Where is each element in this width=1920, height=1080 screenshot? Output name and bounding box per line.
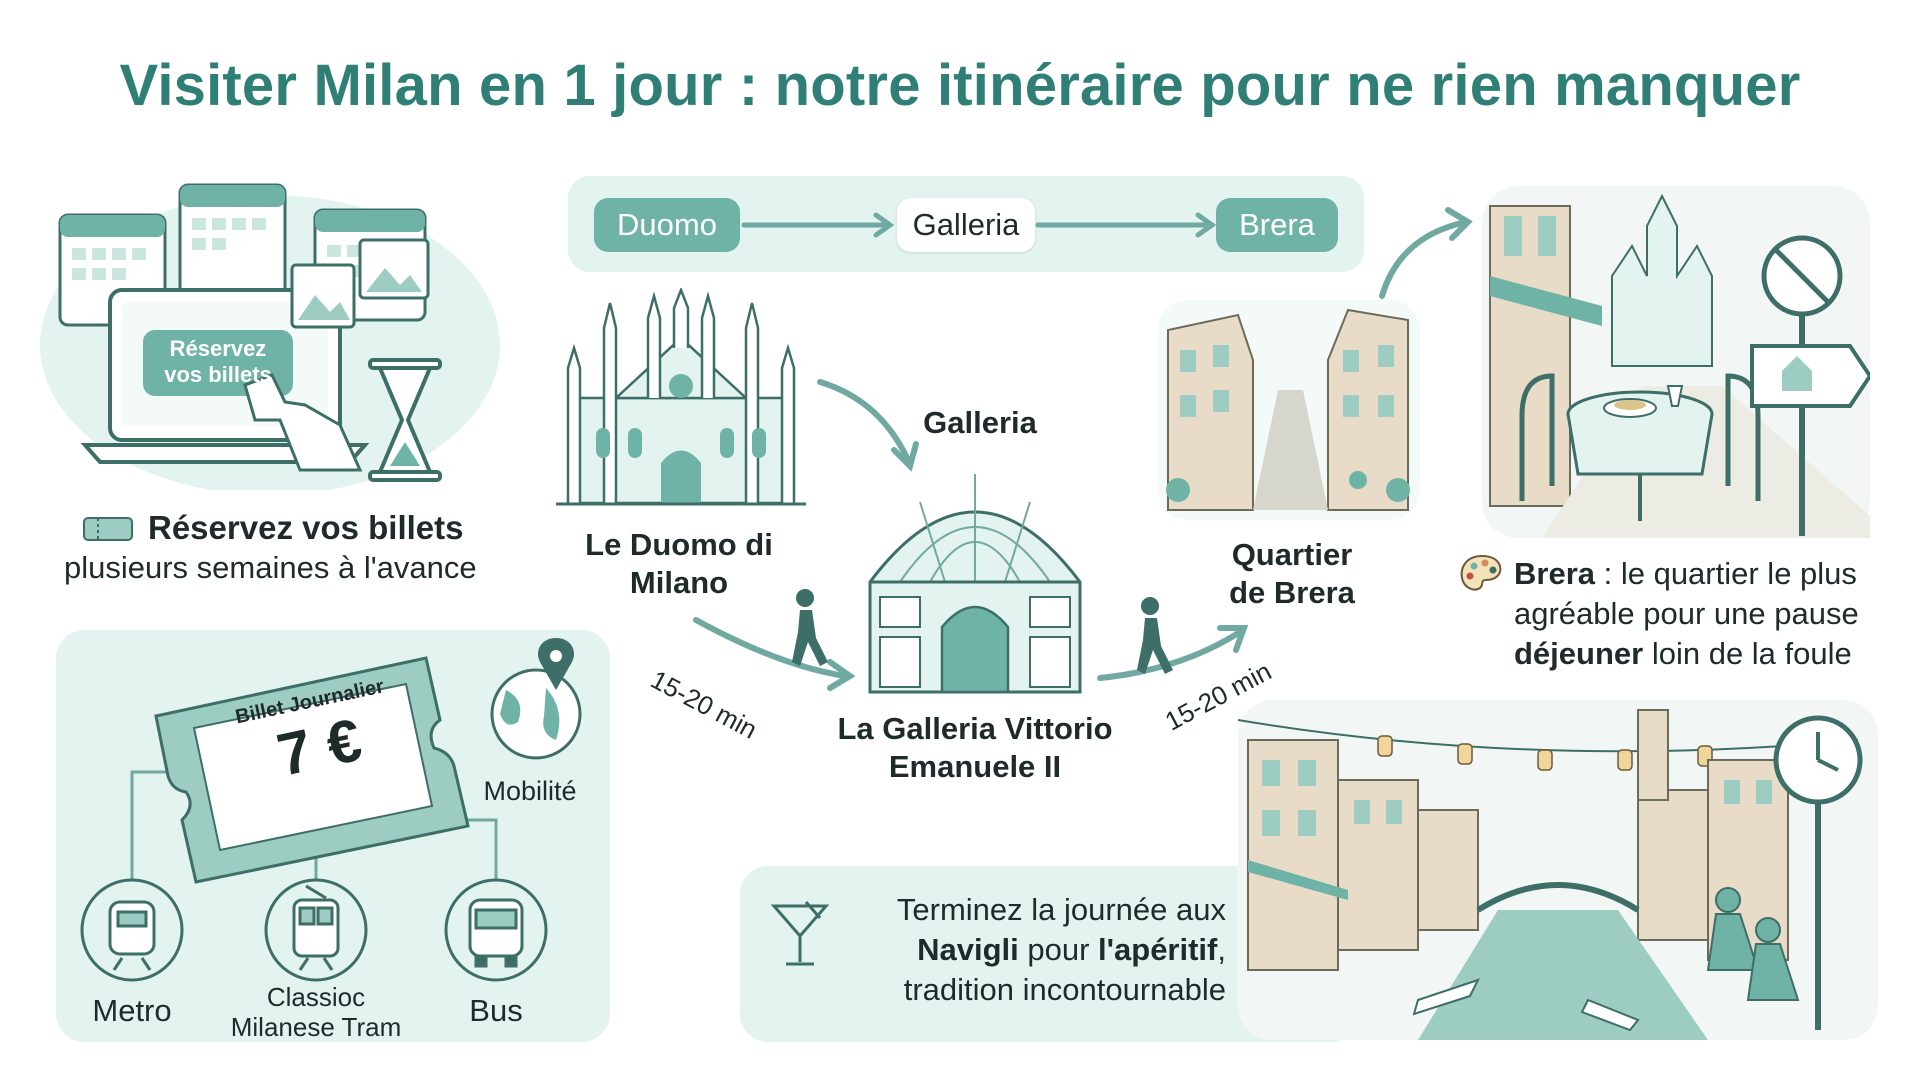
route-step-galleria[interactable]: Galleria bbox=[897, 198, 1035, 252]
booking-illustration bbox=[40, 170, 520, 495]
metro-icon bbox=[108, 900, 156, 971]
ticket-icon bbox=[82, 514, 134, 544]
arrow-to-restaurant bbox=[1370, 206, 1480, 306]
walking-person-icon bbox=[1137, 597, 1173, 674]
cocktail-icon bbox=[770, 900, 830, 970]
transport-mode-tram[interactable]: Classioc Milanese Tram bbox=[230, 982, 402, 1042]
ticket-shape bbox=[154, 656, 470, 884]
walking-person-icon bbox=[792, 589, 828, 666]
navigli-text: Terminez la journée aux Navigli pour l'a… bbox=[896, 892, 1226, 1007]
route-step-duomo[interactable]: Duomo bbox=[594, 198, 740, 252]
restaurant-illustration bbox=[1482, 186, 1873, 538]
transport-diagram bbox=[56, 630, 610, 1042]
transport-mode-bus[interactable]: Bus bbox=[469, 993, 523, 1028]
brera-street-illustration bbox=[1158, 300, 1420, 520]
bus-icon bbox=[468, 898, 524, 968]
page-title: Visiter Milan en 1 jour : notre itinérai… bbox=[119, 53, 1801, 118]
hourglass-icon bbox=[368, 358, 442, 482]
galleria-illustration bbox=[860, 462, 1090, 694]
galleria-top-label: Galleria bbox=[923, 405, 1037, 440]
brera-label: Quartier de Brera bbox=[1229, 537, 1355, 610]
booking-subtext: plusieurs semaines à l'avance bbox=[64, 550, 477, 585]
pointing-hand-icon bbox=[243, 373, 363, 472]
brera-tip-text: Brera : le quartier le plus agréable pou… bbox=[1514, 556, 1859, 671]
route-arrows bbox=[740, 205, 1220, 245]
tram-icon bbox=[292, 884, 340, 971]
transport-mode-metro[interactable]: Metro bbox=[92, 993, 172, 1028]
booking-screen-button[interactable]: Réservez vos billets bbox=[164, 336, 272, 387]
galleria-label: La Galleria Vittorio Emanuele II bbox=[837, 711, 1113, 784]
clock-icon bbox=[1773, 715, 1863, 1030]
booking-heading: Réservez vos billets bbox=[148, 509, 464, 546]
navigli-illustration bbox=[1237, 700, 1878, 1040]
palette-icon bbox=[1458, 552, 1506, 596]
route-step-brera[interactable]: Brera bbox=[1216, 198, 1338, 252]
walk-arrows bbox=[680, 370, 1280, 700]
duomo-illustration bbox=[556, 286, 806, 510]
globe-pin-icon bbox=[490, 638, 582, 760]
duomo-label: Le Duomo di Milano bbox=[585, 527, 773, 600]
mobility-label: Mobilité bbox=[483, 776, 577, 806]
